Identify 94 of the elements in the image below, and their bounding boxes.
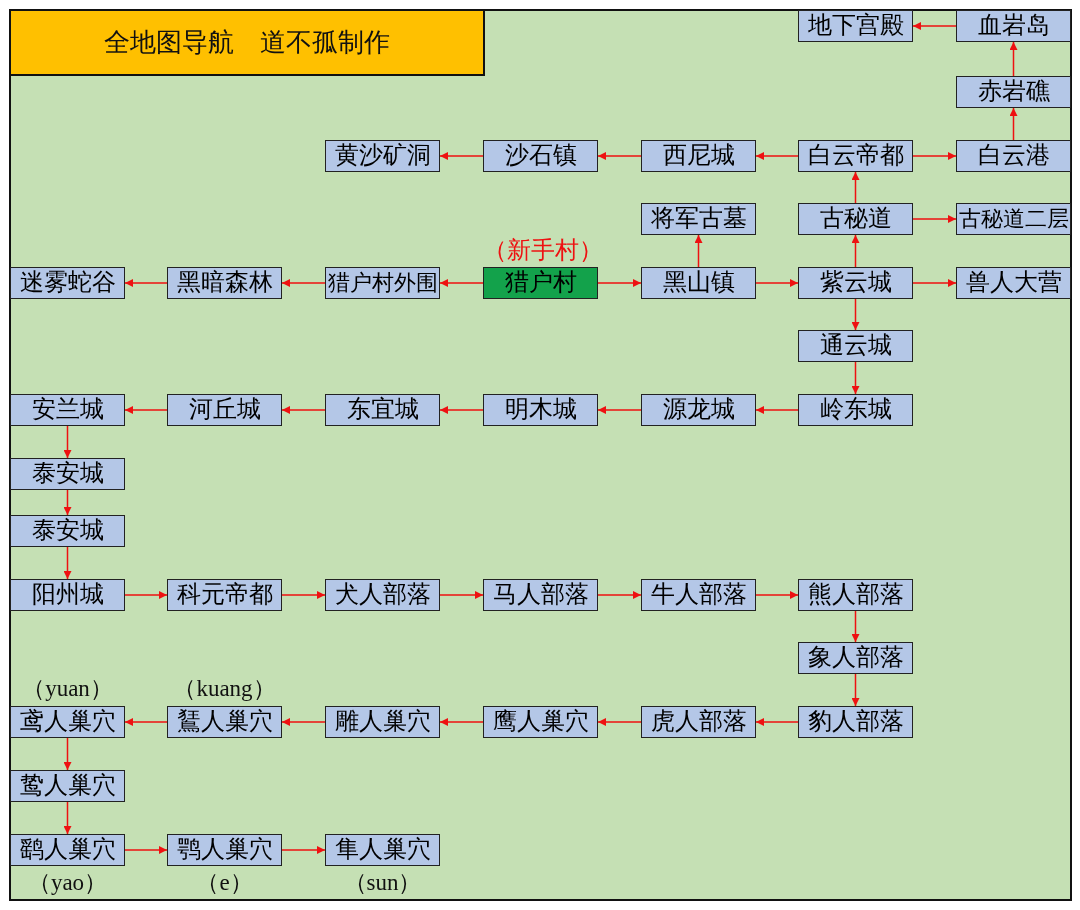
- location-box: 猎户村: [483, 267, 598, 299]
- note-label: （e）: [195, 870, 254, 896]
- arrow: [851, 298, 860, 331]
- arrow: [851, 171, 860, 204]
- arrow: [597, 718, 642, 726]
- arrow: [63, 546, 72, 580]
- arrow: [124, 591, 168, 599]
- location-box: 白云帝都: [798, 140, 913, 172]
- location-box: 源龙城: [641, 394, 756, 426]
- arrow: [281, 591, 326, 599]
- location-box: 血岩岛: [956, 10, 1071, 42]
- location-box: 阳州城: [10, 579, 125, 611]
- location-box: 牛人部落: [641, 579, 756, 611]
- location-box: 将军古墓: [641, 203, 756, 235]
- location-box: 黑山镇: [641, 267, 756, 299]
- arrow: [851, 234, 860, 268]
- location-box: 泰安城: [10, 515, 125, 547]
- location-box: 赤岩礁: [956, 76, 1071, 108]
- location-box: 科元帝都: [167, 579, 282, 611]
- note-label: （新手村）: [483, 237, 598, 263]
- arrow: [124, 846, 168, 854]
- location-box: 兽人大营: [956, 267, 1071, 299]
- location-box: 泰安城: [10, 458, 125, 490]
- note-label: （kuang）: [172, 676, 277, 702]
- arrow: [1009, 41, 1018, 77]
- arrow: [124, 279, 168, 287]
- location-box: 鹞人巢穴: [10, 834, 125, 866]
- arrow: [851, 673, 860, 707]
- arrow: [597, 152, 642, 160]
- location-box: 古秘道: [798, 203, 913, 235]
- arrow: [755, 279, 799, 287]
- note-label: （yao）: [26, 870, 109, 896]
- location-box: 熊人部落: [798, 579, 913, 611]
- arrow: [439, 591, 484, 599]
- arrow: [124, 718, 168, 726]
- arrow: [281, 406, 326, 414]
- arrow: [755, 718, 799, 726]
- arrow: [597, 279, 642, 287]
- location-box: 地下宫殿: [798, 10, 913, 42]
- arrow: [597, 406, 642, 414]
- arrow: [851, 610, 860, 643]
- location-box: 猎户村外围: [325, 267, 440, 299]
- location-box: 西尼城: [641, 140, 756, 172]
- location-box: 犬人部落: [325, 579, 440, 611]
- arrow: [912, 215, 957, 223]
- arrow: [281, 718, 326, 726]
- location-box: 河丘城: [167, 394, 282, 426]
- location-box: 豹人部落: [798, 706, 913, 738]
- location-box: 象人部落: [798, 642, 913, 674]
- location-box: 岭东城: [798, 394, 913, 426]
- location-box: 隼人巢穴: [325, 834, 440, 866]
- location-box: 迷雾蛇谷: [10, 267, 125, 299]
- arrow: [281, 279, 326, 287]
- location-box: 沙石镇: [483, 140, 598, 172]
- location-box: 黄沙矿洞: [325, 140, 440, 172]
- arrow: [63, 737, 72, 771]
- arrow: [694, 234, 703, 268]
- arrow: [439, 406, 484, 414]
- location-box: 白云港: [956, 140, 1071, 172]
- arrow: [63, 489, 72, 516]
- arrow: [439, 152, 484, 160]
- arrow: [1009, 107, 1018, 141]
- location-box: 鹗人巢穴: [167, 834, 282, 866]
- location-box: 虎人部落: [641, 706, 756, 738]
- arrow: [912, 152, 957, 160]
- note-label: （yuan）: [21, 676, 114, 702]
- location-box: 鸷人巢穴: [10, 770, 125, 802]
- location-box: 鹰人巢穴: [483, 706, 598, 738]
- location-box: 安兰城: [10, 394, 125, 426]
- location-box: 明木城: [483, 394, 598, 426]
- arrow: [63, 801, 72, 835]
- location-box: 雕人巢穴: [325, 706, 440, 738]
- location-box: 黑暗森林: [167, 267, 282, 299]
- location-box: 马人部落: [483, 579, 598, 611]
- arrow: [63, 425, 72, 459]
- arrow: [912, 279, 957, 287]
- arrow: [597, 591, 642, 599]
- location-box: 鸢人巢穴: [10, 706, 125, 738]
- title-banner: 全地图导航 道不孤制作: [9, 9, 485, 76]
- arrow: [281, 846, 326, 854]
- arrow: [755, 406, 799, 414]
- arrow: [439, 279, 484, 287]
- arrow: [851, 361, 860, 395]
- location-box: 古秘道二层: [956, 203, 1071, 235]
- arrow: [755, 152, 799, 160]
- arrow: [439, 718, 484, 726]
- arrow: [124, 406, 168, 414]
- arrow: [912, 22, 957, 30]
- location-box: 紫云城: [798, 267, 913, 299]
- arrow: [755, 591, 799, 599]
- location-box: 东宜城: [325, 394, 440, 426]
- note-label: （sun）: [342, 870, 423, 896]
- location-box: 鵟人巢穴: [167, 706, 282, 738]
- location-box: 通云城: [798, 330, 913, 362]
